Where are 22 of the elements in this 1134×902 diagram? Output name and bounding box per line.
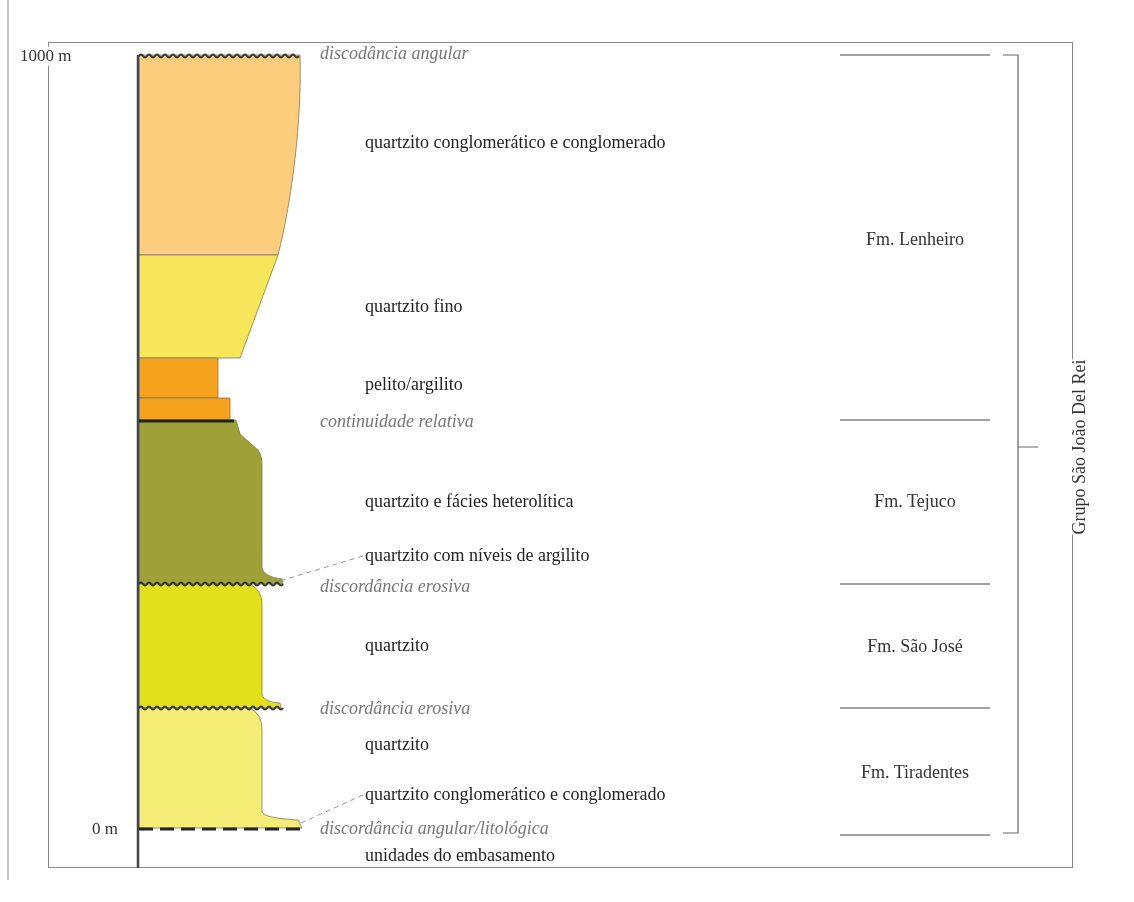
- leader-line: [300, 794, 364, 824]
- contact-label: discodância angular: [320, 44, 469, 64]
- rock-layer: [139, 420, 284, 584]
- rock-layer: [139, 708, 303, 828]
- rock-layer: [139, 255, 280, 358]
- lithology-label: quartzito conglomerático e conglomerado: [365, 785, 666, 805]
- lithology-label: quartzito conglomerático e conglomerado: [365, 133, 666, 153]
- lithology-label: quartzito: [365, 735, 429, 755]
- formation-label: Fm. Tejuco: [874, 492, 956, 512]
- lithology-label: quartzito com níveis de argilito: [365, 546, 590, 566]
- rock-layer: [139, 55, 304, 255]
- leader-line: [282, 555, 364, 581]
- rock-layer: [139, 584, 282, 708]
- lithology-label: quartzito: [365, 636, 429, 656]
- scale-label: 1000 m: [20, 46, 72, 66]
- contact-label: discordância angular/litológica: [320, 819, 549, 839]
- lithology-label: quartzito e fácies heterolítica: [365, 492, 574, 512]
- lithology-label: pelito/argilito: [365, 375, 463, 395]
- rock-layer: [139, 398, 231, 420]
- lithology-label: quartzito fino: [365, 297, 463, 317]
- group-label: Grupo São João Del Rei: [1070, 359, 1090, 535]
- rock-layer: [139, 358, 219, 398]
